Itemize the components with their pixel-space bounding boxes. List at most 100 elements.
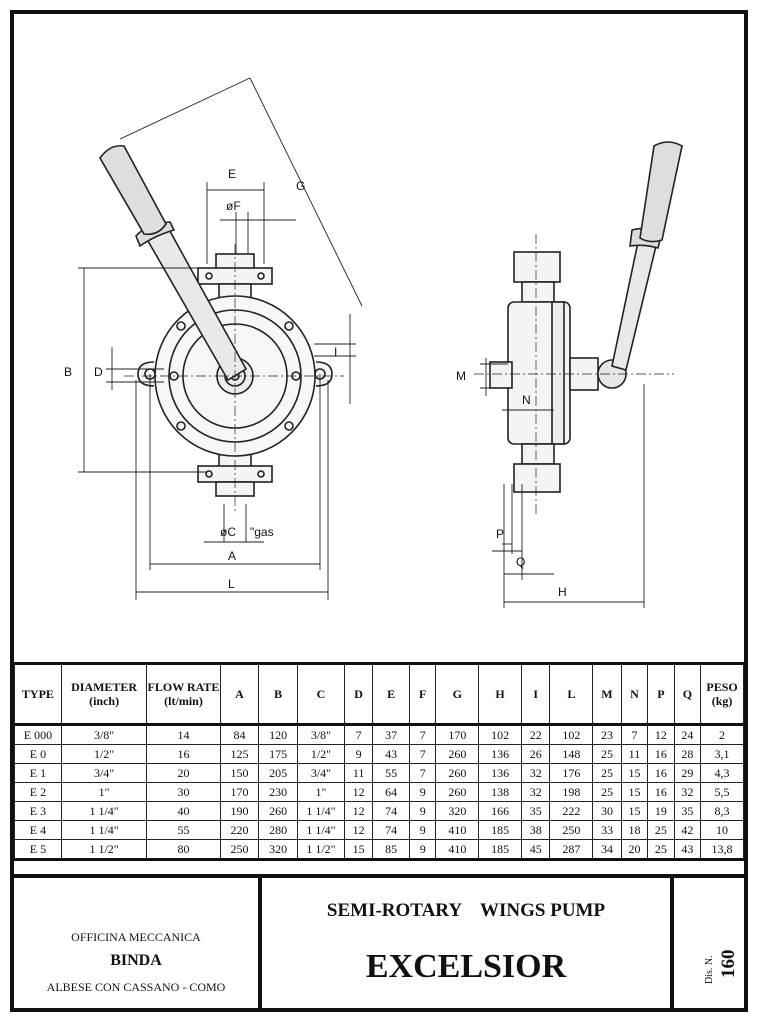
col-n: N	[620, 662, 649, 726]
table-cell: 3/8"	[297, 724, 345, 745]
table-cell: 166	[478, 801, 522, 821]
table-cell: 1 1/4"	[297, 801, 345, 821]
technical-drawing: E øF G B D I øC "gas A L M N P Q H	[14, 14, 744, 662]
front-dimensions	[78, 77, 363, 600]
table-cell: 1 1/4"	[60, 801, 148, 821]
table-cell: 74	[372, 820, 410, 840]
table-cell: 102	[478, 724, 522, 745]
side-dimensions	[480, 358, 645, 608]
table-cell: 170	[219, 782, 260, 802]
table-cell: 176	[549, 763, 594, 783]
table-cell: E 0	[14, 744, 62, 764]
table-cell: 220	[219, 820, 260, 840]
table-cell: 20	[146, 763, 221, 783]
table-cell: 32	[520, 763, 551, 783]
table-cell: 1/2"	[297, 744, 345, 764]
table-cell: 9	[408, 801, 437, 821]
table-cell: 7	[620, 724, 649, 745]
company-block: OFFICINA MECCANICA BINDA ALBESE CON CASS…	[14, 878, 262, 1012]
product-subtitle: SEMI-ROTARY WINGS PUMP	[326, 900, 606, 921]
company-line: OFFICINA MECCANICA	[71, 930, 201, 944]
table-cell: 260	[435, 782, 480, 802]
table-cell: 9	[408, 782, 437, 802]
dim-label-b: B	[64, 365, 72, 379]
table-cell: 11	[620, 744, 649, 764]
table-cell: 3/4"	[297, 763, 345, 783]
col-m: M	[592, 662, 622, 726]
table-cell: 136	[478, 744, 522, 764]
table-cell: 205	[258, 763, 299, 783]
table-cell: 38	[520, 820, 551, 840]
table-cell: 5,5	[700, 782, 744, 802]
table-cell: 32	[673, 782, 702, 802]
table-cell: 26	[520, 744, 551, 764]
table-cell: 1 1/4"	[297, 820, 345, 840]
table-cell: 3/4"	[60, 763, 148, 783]
table-cell: 14	[146, 724, 221, 745]
table-cell: 25	[647, 839, 675, 861]
table-cell: 12	[343, 801, 374, 821]
drawing-number-block: Dis. N. 160	[674, 878, 744, 1012]
table-cell: 7	[408, 763, 437, 783]
table-cell: 287	[549, 839, 594, 861]
table-cell: 230	[258, 782, 299, 802]
col-p: P	[647, 662, 675, 726]
table-cell: 1 1/2"	[297, 839, 345, 861]
col-a: A	[219, 662, 260, 726]
center-lines	[124, 234, 674, 514]
table-cell: 37	[372, 724, 410, 745]
table-cell: 280	[258, 820, 299, 840]
dim-label-m: M	[456, 369, 466, 383]
drawing-number-label: Dis. N.	[704, 955, 715, 984]
drawing-sheet: E øF G B D I øC "gas A L M N P Q H	[10, 10, 748, 1012]
table-cell: 222	[549, 801, 594, 821]
table-cell: 170	[435, 724, 480, 745]
table-cell: 40	[146, 801, 221, 821]
front-view	[99, 144, 333, 497]
dim-label-a: A	[228, 549, 236, 563]
table-cell: E 000	[14, 724, 62, 745]
table-cell: E 1	[14, 763, 62, 783]
dim-label-e: E	[228, 167, 236, 181]
dim-label-n: N	[522, 393, 531, 407]
dim-label-q: Q	[516, 555, 525, 569]
table-cell: 45	[520, 839, 551, 861]
table-cell: 15	[620, 782, 649, 802]
table-cell: 80	[146, 839, 221, 861]
table-cell: 74	[372, 801, 410, 821]
table-cell: 10	[700, 820, 744, 840]
dim-label-i: I	[334, 345, 337, 359]
table-cell: 18	[620, 820, 649, 840]
table-cell: 55	[372, 763, 410, 783]
table-cell: 1"	[297, 782, 345, 802]
table-cell: 250	[549, 820, 594, 840]
table-cell: 34	[592, 839, 622, 861]
table-cell: 198	[549, 782, 594, 802]
table-cell: 175	[258, 744, 299, 764]
table-cell: E 2	[14, 782, 62, 802]
table-cell: 25	[592, 744, 622, 764]
table-cell: 22	[520, 724, 551, 745]
company-address: ALBESE CON CASSANO - COMO	[46, 980, 226, 994]
table-cell: 12	[343, 820, 374, 840]
table-cell: 2	[700, 724, 744, 745]
table-cell: 260	[258, 801, 299, 821]
table-cell: 185	[478, 820, 522, 840]
table-cell: 84	[219, 724, 260, 745]
dim-label-d: D	[94, 365, 103, 379]
col-i: I	[520, 662, 551, 726]
col-q: Q	[673, 662, 702, 726]
table-cell: 3,1	[700, 744, 744, 764]
col-peso: PESO (kg)	[700, 662, 744, 726]
table-cell: 4,3	[700, 763, 744, 783]
table-cell: 43	[372, 744, 410, 764]
product-title: EXCELSIOR	[365, 948, 567, 985]
dim-label-f: øF	[226, 199, 241, 213]
col-type: TYPE	[14, 662, 62, 726]
table-cell: 13,8	[700, 839, 744, 861]
